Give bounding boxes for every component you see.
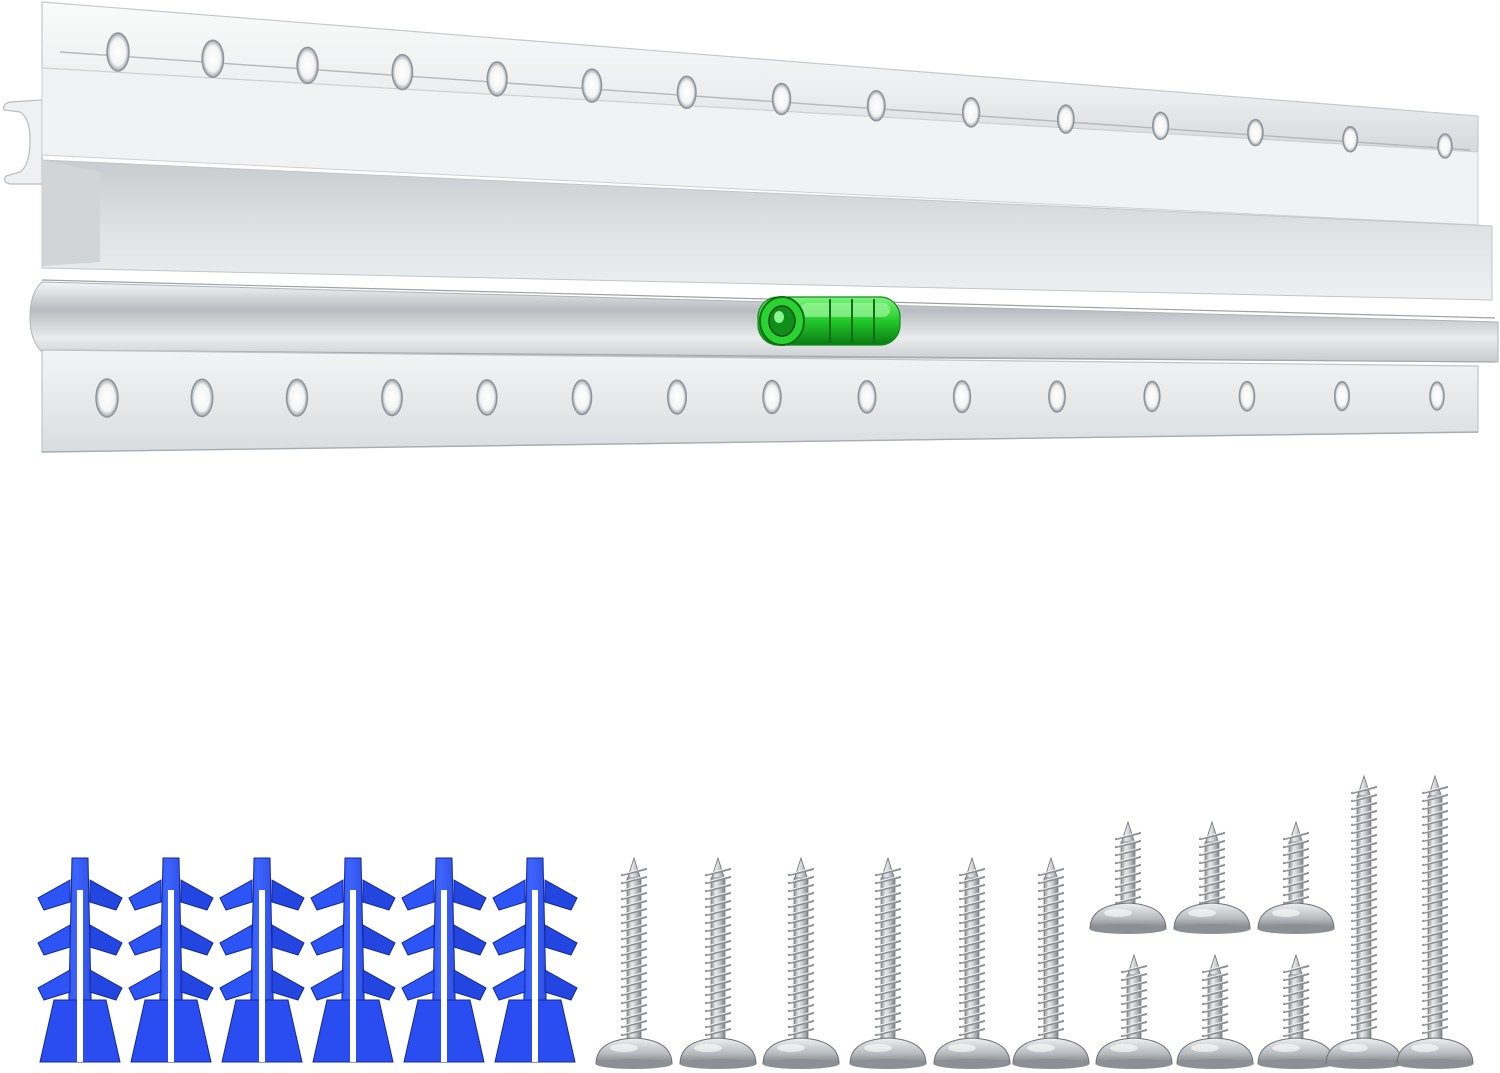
long-screw — [1012, 856, 1090, 1069]
rail-top-hole — [201, 39, 225, 78]
level-vial — [757, 296, 901, 346]
short-screw — [1089, 820, 1167, 934]
rail-bottom-hole — [1143, 380, 1161, 413]
short-screw — [1176, 953, 1254, 1069]
aluminum-rail — [3, 1, 1499, 453]
wall-anchor — [37, 857, 123, 1063]
rail-bottom-hole — [1238, 380, 1256, 412]
rail-top-hole — [296, 46, 319, 85]
short-screw — [1257, 953, 1335, 1069]
short-screw — [1095, 953, 1173, 1069]
rail-top-hole — [1342, 126, 1359, 153]
wall-anchor — [401, 857, 487, 1063]
wall-anchors — [37, 857, 578, 1063]
rail-bottom-hole — [1333, 381, 1351, 412]
rail-bottom-holes — [95, 378, 1445, 418]
rail-bottom-hole — [571, 379, 593, 416]
rail-top-hole — [771, 82, 792, 116]
rail-top-hole — [106, 32, 130, 72]
wall-anchor — [492, 857, 578, 1063]
rail-left-clip — [3, 99, 43, 185]
rail-bottom-hole — [381, 378, 403, 417]
rail-top-hole — [866, 89, 886, 122]
rail-top-hole — [1437, 133, 1453, 159]
rail-bottom-hole — [190, 378, 214, 418]
rail-bottom-hole — [1429, 381, 1445, 411]
rail-slope-shadow — [42, 160, 100, 266]
rail-bottom-hole — [952, 380, 972, 414]
rail-top-hole — [486, 61, 508, 97]
rail-top-hole — [676, 75, 697, 110]
rail-bottom-hole — [476, 379, 498, 416]
rail-bottom-hole — [666, 379, 688, 415]
wall-anchor — [310, 857, 396, 1063]
rail-bottom-hole — [95, 378, 119, 418]
rail-bottom-hole — [1048, 380, 1066, 413]
rail-top-hole — [961, 97, 981, 128]
extra-long-screw — [1396, 774, 1474, 1069]
long-screw — [933, 856, 1011, 1069]
rail-bottom-hole — [857, 379, 877, 414]
rail-bottom-hole — [762, 379, 782, 415]
wall-anchor — [128, 857, 214, 1063]
rail-bottom-hole — [285, 378, 309, 417]
wall-anchor — [219, 857, 305, 1063]
long-screw — [762, 856, 840, 1069]
rail-top-hole — [581, 68, 603, 103]
rail-bottom-edge — [41, 431, 1479, 453]
rail-bottom-flange — [41, 349, 1479, 453]
long-screw — [595, 856, 673, 1069]
rail-top-groove-line — [59, 51, 1471, 151]
rail-top-hole — [1152, 111, 1170, 141]
screws — [595, 774, 1474, 1069]
rail-channel-lower-edge — [41, 349, 1496, 363]
long-screw — [679, 856, 757, 1069]
rail-top-hole — [1247, 118, 1264, 147]
short-screw — [1257, 820, 1335, 934]
short-screw — [1173, 820, 1251, 934]
long-screw — [849, 856, 927, 1069]
rail-top-holes — [106, 32, 1453, 159]
extra-long-screw — [1325, 774, 1403, 1069]
rail-top-hole — [391, 53, 414, 91]
rail-top-hole — [1056, 104, 1075, 134]
